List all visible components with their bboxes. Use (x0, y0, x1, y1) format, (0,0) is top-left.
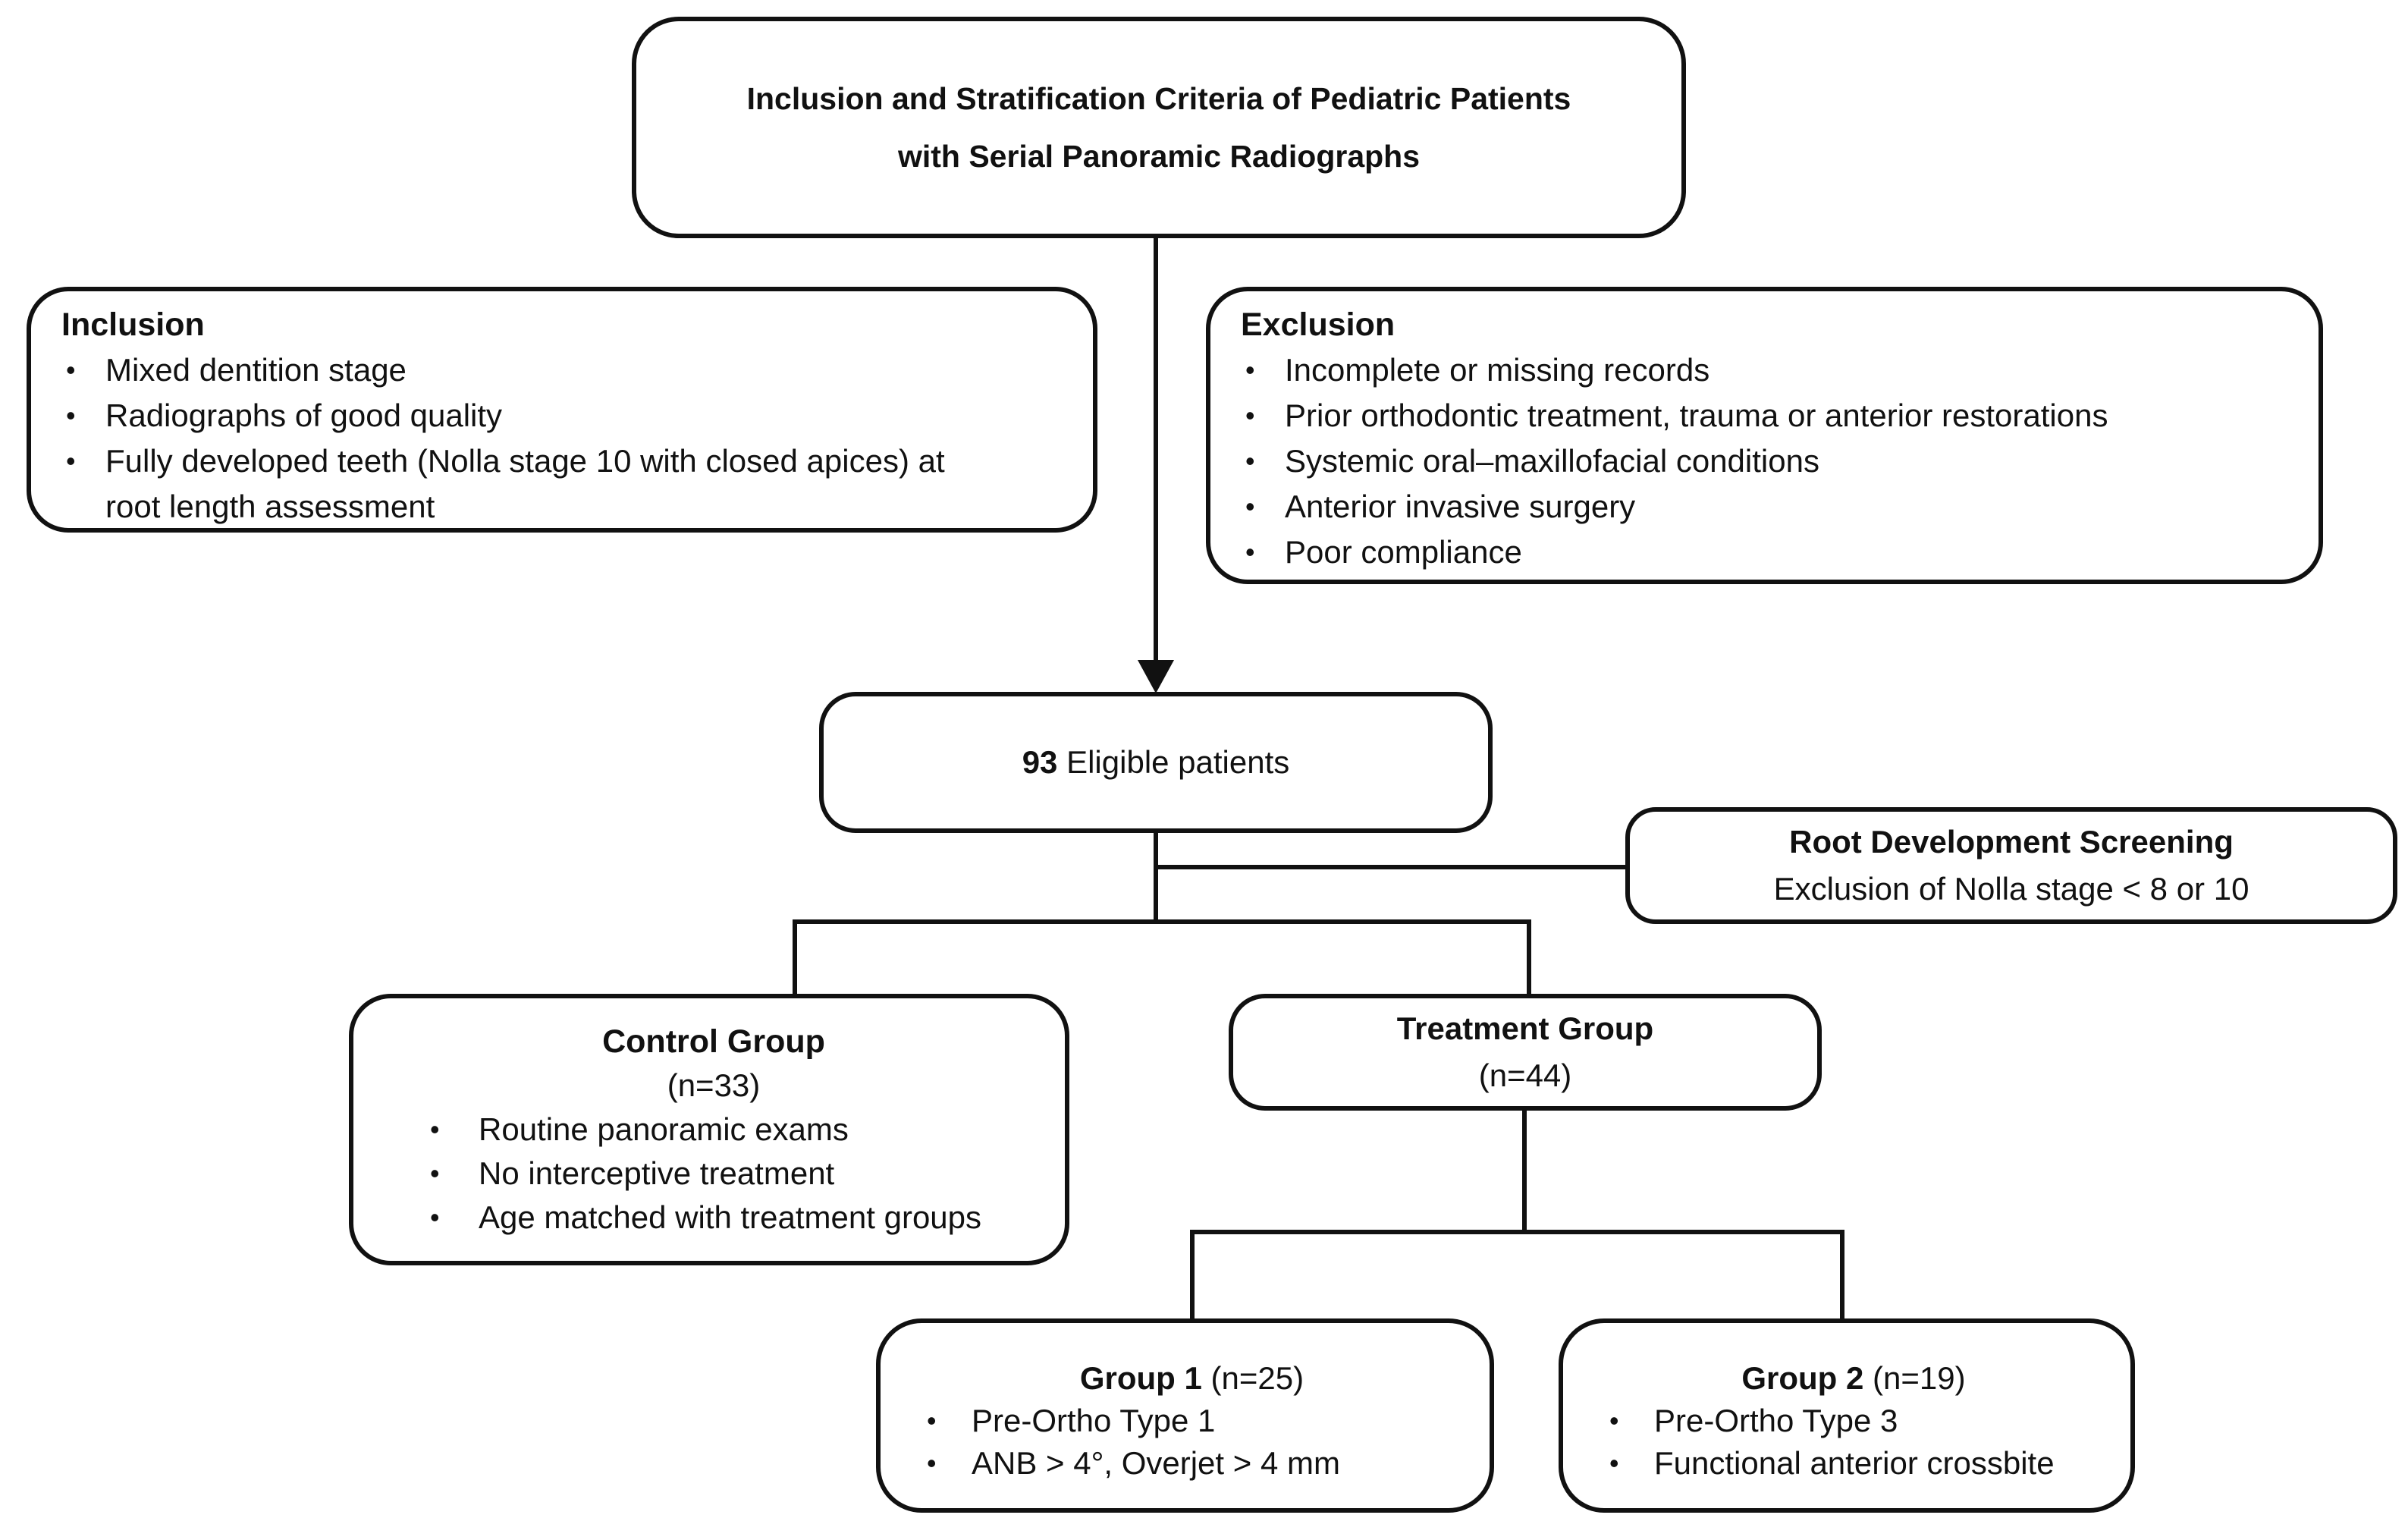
treatment-group-n: (n=44) (1478, 1058, 1572, 1093)
inclusion-node: Inclusion Mixed dentition stage Radiogra… (27, 287, 1097, 533)
group2-title: Group 2 (1741, 1360, 1864, 1396)
group2-node: Group 2 (n=19) Pre-Ortho Type 3 Function… (1559, 1318, 2135, 1513)
screening-node: Root Development Screening Exclusion of … (1625, 807, 2397, 924)
eligible-count: 93 (1022, 744, 1058, 780)
eligible-patients-node: 93 Eligible patients (819, 692, 1493, 833)
group1-title: Group 1 (1079, 1360, 1202, 1396)
exclusion-node: Exclusion Incomplete or missing records … (1206, 287, 2323, 584)
list-item: Fully developed teeth (Nolla stage 10 wi… (61, 438, 1072, 530)
treatment-group-title: Treatment Group (1396, 1010, 1654, 1046)
group2-list: Pre-Ortho Type 3 Functional anterior cro… (1605, 1400, 2114, 1485)
group1-n: (n=25) (1201, 1360, 1304, 1396)
control-group-node: Control Group (n=33) Routine panoramic e… (349, 994, 1069, 1265)
group2-n: (n=19) (1863, 1360, 1966, 1396)
list-item: Pre-Ortho Type 1 (922, 1400, 1473, 1442)
group1-node: Group 1 (n=25) Pre-Ortho Type 1 ANB > 4°… (876, 1318, 1494, 1513)
exclusion-heading: Exclusion (1241, 306, 1396, 343)
group1-list: Pre-Ortho Type 1 ANB > 4°, Overjet > 4 m… (922, 1400, 1473, 1485)
screening-subtitle: Exclusion of Nolla stage < 8 or 10 (1773, 871, 2249, 907)
list-item: Anterior invasive surgery (1241, 484, 2297, 530)
control-group-n: (n=33) (667, 1067, 761, 1103)
arrowhead-down-icon (1138, 660, 1174, 693)
title-line-2: with Serial Panoramic Radiographs (897, 139, 1421, 174)
screening-title: Root Development Screening (1789, 824, 2234, 860)
list-item: Pre-Ortho Type 3 (1605, 1400, 2114, 1442)
inclusion-heading: Inclusion (61, 306, 205, 343)
list-item: Systemic oral–maxillofacial conditions (1241, 438, 2297, 484)
control-group-title: Control Group (602, 1023, 825, 1060)
inclusion-list: Mixed dentition stage Radiographs of goo… (61, 347, 1072, 530)
control-group-list: Routine panoramic exams No interceptive … (425, 1108, 1044, 1240)
list-item: ANB > 4°, Overjet > 4 mm (922, 1442, 1473, 1485)
group2-title-line: Group 2 (n=19) (1593, 1357, 2114, 1400)
treatment-group-node: Treatment Group (n=44) (1229, 994, 1822, 1111)
list-item: Routine panoramic exams (425, 1108, 1044, 1152)
title-line-1: Inclusion and Stratification Criteria of… (746, 81, 1571, 116)
list-item: Functional anterior crossbite (1605, 1442, 2114, 1485)
group1-title-line: Group 1 (n=25) (911, 1357, 1473, 1400)
list-item: Incomplete or missing records (1241, 347, 2297, 393)
exclusion-list: Incomplete or missing records Prior orth… (1241, 347, 2297, 575)
list-item: Prior orthodontic treatment, trauma or a… (1241, 393, 2297, 438)
list-item: No interceptive treatment (425, 1152, 1044, 1196)
eligible-patients-label: 93 Eligible patients (1022, 740, 1290, 785)
list-item: Radiographs of good quality (61, 393, 1072, 438)
title-node: Inclusion and Stratification Criteria of… (632, 17, 1686, 238)
list-item: Poor compliance (1241, 530, 2297, 575)
list-item: Age matched with treatment groups (425, 1196, 1044, 1240)
eligible-text: Eligible patients (1057, 744, 1290, 780)
list-item: Mixed dentition stage (61, 347, 1072, 393)
